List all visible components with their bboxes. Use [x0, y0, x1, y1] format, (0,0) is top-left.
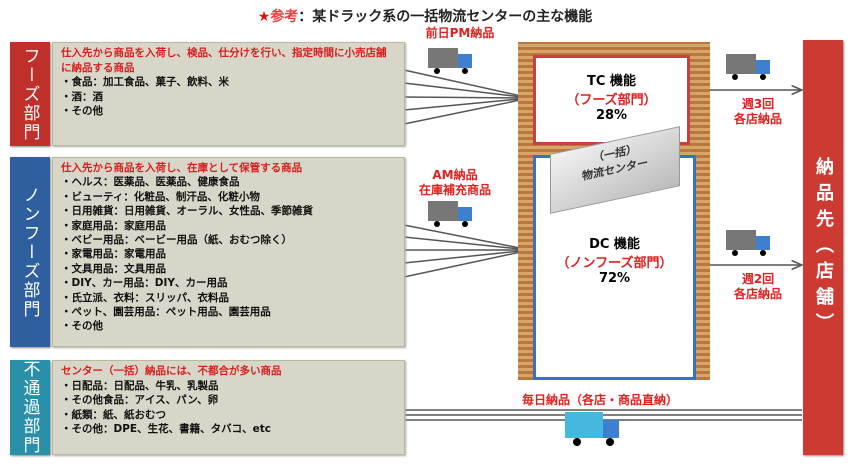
nonfood-dept-box: 仕入先から商品を入荷し、在庫として保管する商品 ・ヘルス：医薬品、医薬品、健康食…	[52, 157, 405, 347]
food-dept-label: フーズ部門	[10, 42, 50, 146]
list-item: ・その他：DPE、生花、書籍、タバコ、etc	[61, 423, 271, 436]
list-item: ・酒：酒	[61, 90, 103, 103]
truck-icon	[428, 201, 472, 227]
list-item: ・ペット、園芸用品：ペット用品、園芸用品	[61, 306, 271, 319]
list-item: ・ベビー用品：ベービー用品（紙、おむつ除く）	[61, 234, 292, 247]
list-item: ・その他	[61, 105, 103, 118]
list-item: ・その他食品：アイス、パン、卵	[61, 394, 219, 407]
tc-delivery-frequency: 週3回各店納品	[733, 97, 782, 126]
list-item: ・DIY、カー用品：DIY、カー用品	[61, 277, 228, 290]
pm-delivery-label: 前日PM納品	[425, 26, 495, 40]
nonfood-dept-label: ノンフーズ部門	[10, 157, 50, 347]
nonpass-description: センター（一括）納品には、不都合が多い商品	[61, 365, 282, 377]
nonfood-description: 仕入先から商品を入荷し、在庫として保管する商品	[61, 162, 303, 174]
page-title: ★参考：某ドラック系の一括物流センターの主な機能	[257, 9, 593, 25]
store-destination: 納品先（店舗）	[803, 40, 843, 455]
truck-icon	[726, 230, 770, 256]
list-item: ・ヘルス：医薬品、医薬品、健康食品	[61, 176, 240, 189]
list-item: ・家電用品：家電用品	[61, 248, 166, 261]
daily-delivery-label: 毎日納品（各店・商品直納）	[521, 393, 678, 407]
list-item: ・氏立派、衣料：スリッパ、衣料品	[61, 291, 229, 304]
list-item: ・ビューティ：化粧品、制汗品、化粧小物	[61, 190, 260, 203]
dc-delivery-frequency: 週2回各店納品	[733, 272, 782, 301]
list-item: ・日配品：日配品、牛乳、乳製品	[61, 379, 219, 392]
list-item: ・家庭用品：家庭用品	[61, 219, 166, 232]
am-delivery-label: AM納品在庫補充商品	[418, 168, 491, 197]
list-item: ・日用雑貨：日用雑貨、オーラル、女性品、季節雑貨	[61, 205, 313, 218]
list-item: ・紙類：紙、紙おむつ	[61, 408, 166, 421]
nonpass-dept-label: 不通過部門	[10, 360, 50, 455]
food-dept-box: 仕入先から商品を入荷し、検品、仕分けを行い、指定時間に小売店舗に納品する商品 ・…	[52, 42, 405, 146]
list-item: ・文具用品：文具用品	[61, 262, 166, 275]
truck-icon	[726, 54, 770, 80]
truck-icon	[428, 48, 472, 74]
list-item: ・食品：加工食品、菓子、飲料、米	[61, 76, 229, 89]
delivery-truck-icon	[565, 412, 619, 446]
list-item: ・その他	[61, 320, 103, 333]
nonpass-dept-box: センター（一括）納品には、不都合が多い商品 ・日配品：日配品、牛乳、乳製品 ・そ…	[52, 360, 405, 455]
food-description: 仕入先から商品を入荷し、検品、仕分けを行い、指定時間に小売店舗に納品する商品	[61, 47, 387, 74]
